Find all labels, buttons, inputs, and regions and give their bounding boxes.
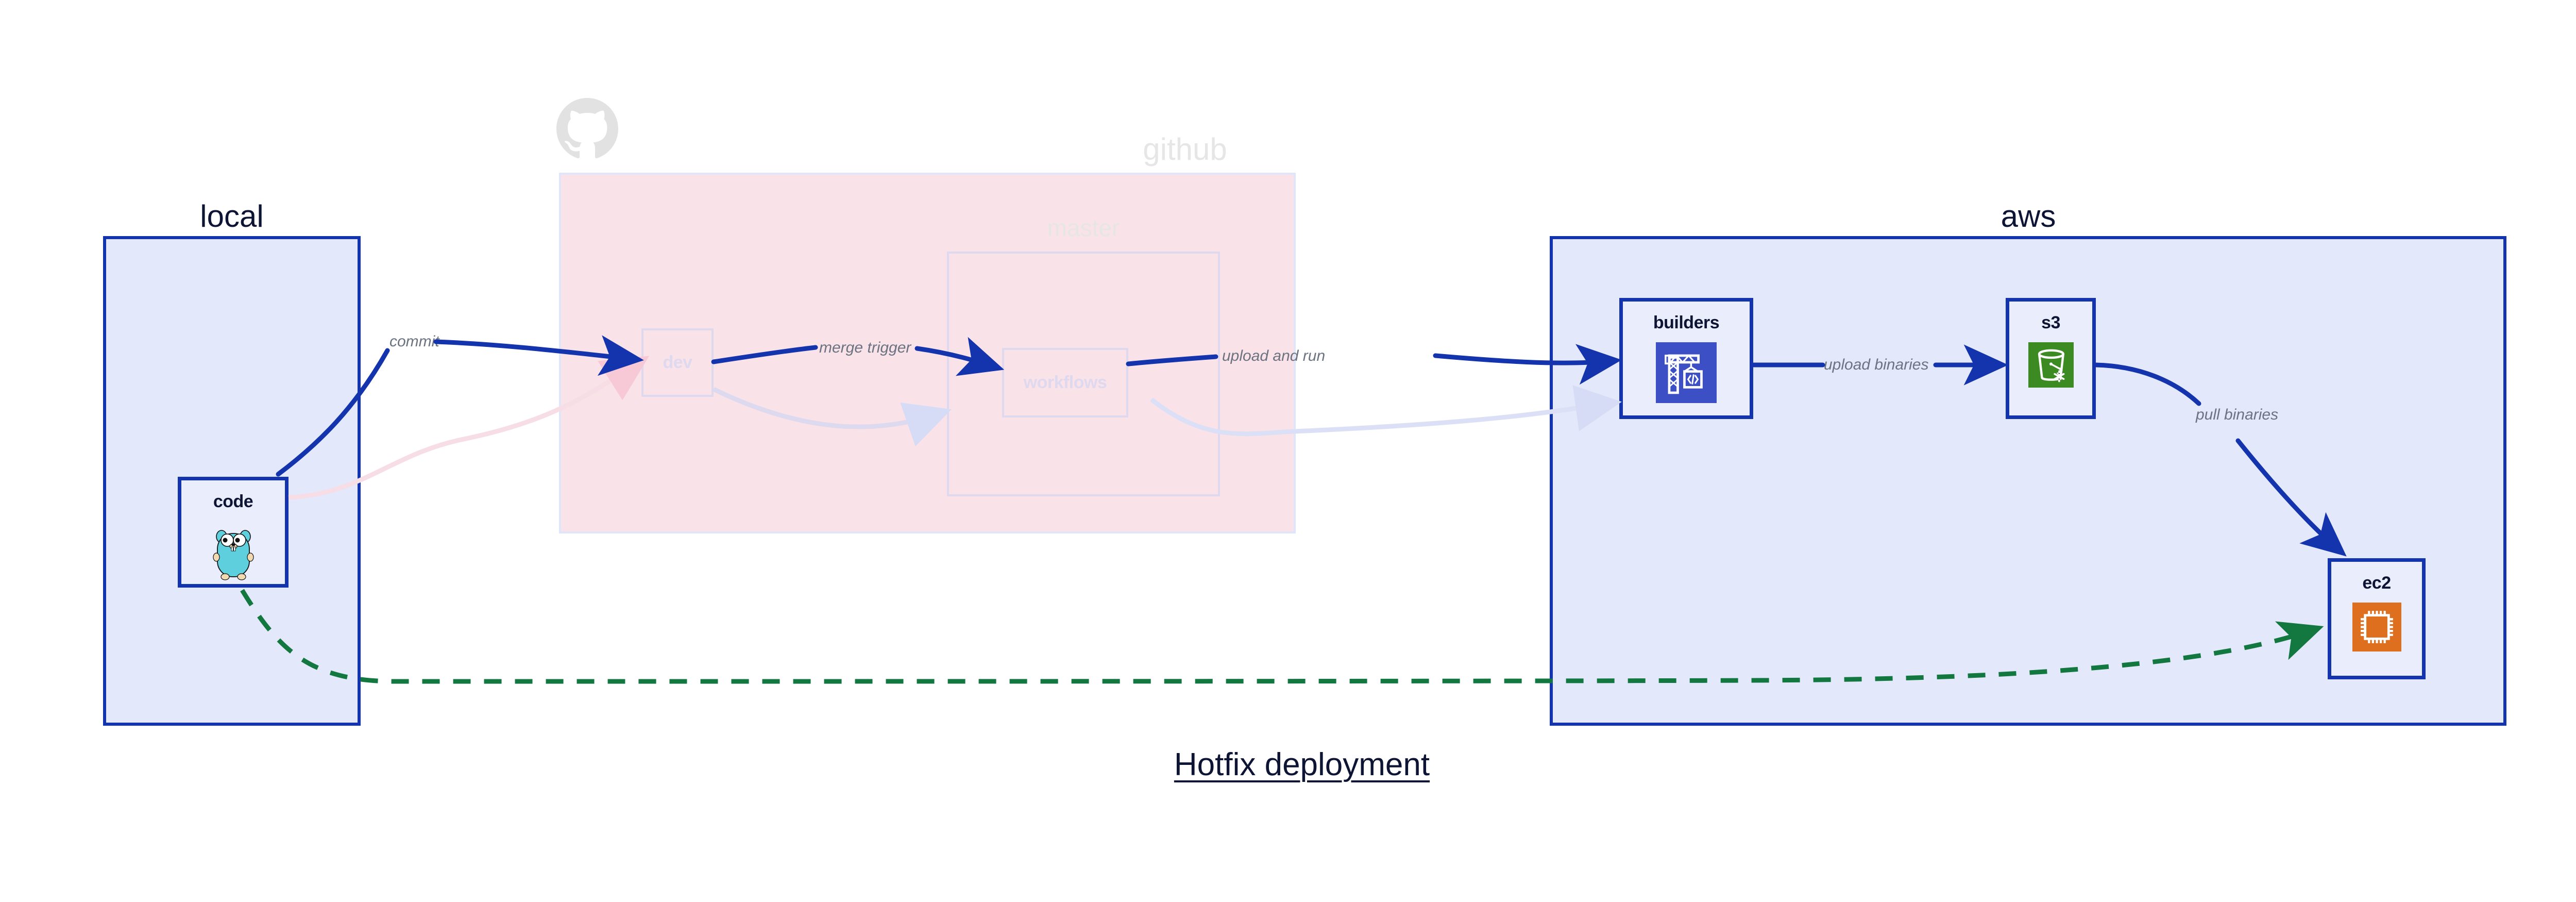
diagram-title: Hotfix deployment xyxy=(1174,747,1430,782)
cluster-master xyxy=(947,252,1220,496)
node-label-ec2: ec2 xyxy=(2362,573,2391,593)
edge-label-pull-binaries: pull binaries xyxy=(2196,406,2279,423)
edge-label-upload-and-run: upload and run xyxy=(1222,347,1326,364)
cluster-label-github: github xyxy=(1143,132,1227,166)
node-ec2[interactable]: ec2 xyxy=(2328,558,2426,679)
node-label-s3: s3 xyxy=(2041,313,2060,332)
node-builders[interactable]: builders xyxy=(1619,298,1753,419)
cluster-label-aws: aws xyxy=(2001,199,2056,233)
edge-label-commit: commit xyxy=(389,333,439,350)
github-octocat-icon xyxy=(556,98,618,159)
node-workflows[interactable]: workflows xyxy=(1002,348,1128,417)
node-code[interactable]: code xyxy=(178,477,289,588)
node-label-dev: dev xyxy=(663,353,692,372)
aws-s3-icon xyxy=(2028,342,2074,390)
cluster-label-local: local xyxy=(200,199,264,233)
cluster-label-master: master xyxy=(1047,214,1120,241)
edge-label-upload-binaries: upload binaries xyxy=(1824,356,1929,373)
node-dev[interactable]: dev xyxy=(641,328,714,397)
node-label-builders: builders xyxy=(1653,313,1720,332)
go-gopher-icon xyxy=(208,521,259,583)
aws-codebuild-icon xyxy=(1656,342,1717,406)
node-label-workflows: workflows xyxy=(1023,373,1107,392)
aws-ec2-icon xyxy=(2352,603,2401,654)
node-label-code: code xyxy=(213,492,253,511)
edge-label-merge-trigger: merge trigger xyxy=(819,339,911,356)
node-s3[interactable]: s3 xyxy=(2006,298,2096,419)
